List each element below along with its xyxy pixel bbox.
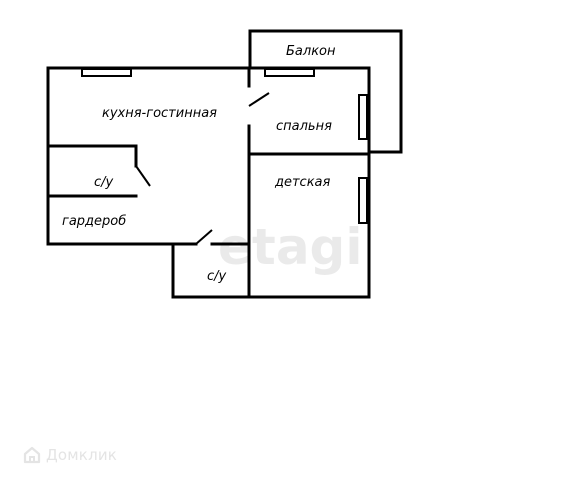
room-label-kitchen-living: кухня-гостинная — [102, 106, 217, 121]
room-label-bedroom: спальня — [276, 119, 332, 134]
bedroom-top-window — [264, 68, 315, 77]
house-outline-icon — [23, 446, 41, 464]
etagi-watermark: etagi — [218, 218, 362, 276]
windows — [81, 68, 368, 224]
bathroom-left-door — [135, 165, 151, 187]
room-label-wardrobe: гардероб — [62, 214, 126, 229]
kids-room-window — [358, 177, 368, 224]
bathroom-bottom-door — [195, 229, 213, 245]
room-label-kids-room: детская — [274, 175, 331, 190]
kitchen-window — [81, 68, 132, 77]
doors — [135, 92, 270, 245]
bedroom-door — [248, 92, 270, 107]
room-label-bathroom-bottom: с/у — [207, 269, 227, 284]
domclick-logo: Домклик — [22, 444, 117, 466]
domclick-logo-text: Домклик — [46, 446, 118, 464]
room-label-bathroom-left: с/у — [94, 175, 114, 190]
balcony-wall — [248, 29, 403, 154]
bedroom-right-window — [358, 94, 368, 140]
room-label-balcony: Балкон — [286, 44, 336, 59]
